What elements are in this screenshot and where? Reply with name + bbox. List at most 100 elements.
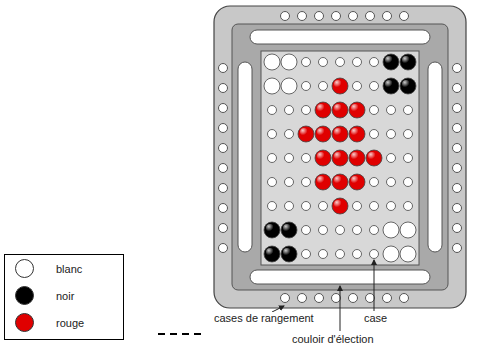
leader-line [340, 286, 341, 331]
empty-cell [268, 202, 277, 211]
empty-cell [353, 250, 362, 259]
storage-holes [219, 12, 462, 303]
ball [332, 150, 348, 166]
storage-hole [453, 84, 462, 93]
leader-line [374, 260, 375, 311]
ball [332, 126, 348, 142]
storage-hole [400, 12, 409, 21]
ball [315, 150, 331, 166]
empty-cell [387, 106, 396, 115]
empty-cell [285, 154, 294, 163]
ball [332, 174, 348, 190]
empty-cell [387, 202, 396, 211]
empty-cell [370, 58, 379, 67]
ball [332, 198, 348, 214]
empty-cell [302, 202, 311, 211]
storage-hole [219, 184, 228, 193]
empty-cell [370, 202, 379, 211]
empty-cell [285, 130, 294, 139]
empty-cell [387, 178, 396, 187]
legend-text: noir [56, 290, 74, 302]
storage-hole [219, 84, 228, 93]
empty-cell [404, 130, 413, 139]
empty-cell [387, 154, 396, 163]
empty-cell [353, 226, 362, 235]
empty-cell [319, 58, 328, 67]
empty-cell [404, 178, 413, 187]
storage-hole [281, 294, 290, 303]
empty-cell [268, 106, 277, 115]
ball [400, 222, 416, 238]
empty-cell [353, 58, 362, 67]
ball [349, 174, 365, 190]
empty-cell [387, 130, 396, 139]
storage-hole [219, 244, 228, 253]
ball [281, 246, 297, 262]
storage-hole [349, 294, 358, 303]
storage-hole [332, 12, 341, 21]
empty-cell [370, 226, 379, 235]
legend-swatch [15, 259, 34, 278]
ball [349, 150, 365, 166]
ball [315, 102, 331, 118]
empty-cell [404, 154, 413, 163]
storage-hole [298, 294, 307, 303]
storage-hole [366, 12, 375, 21]
ball [400, 78, 416, 94]
legend-row: rouge [5, 309, 123, 336]
ejection-slot [238, 62, 252, 252]
empty-cell [285, 178, 294, 187]
storage-hole [281, 12, 290, 21]
ball [400, 54, 416, 70]
empty-cell [336, 250, 345, 259]
empty-cell [285, 106, 294, 115]
storage-hole [219, 224, 228, 233]
storage-hole [219, 164, 228, 173]
empty-cell [319, 250, 328, 259]
empty-cell [268, 178, 277, 187]
empty-cell [353, 202, 362, 211]
storage-hole [219, 144, 228, 153]
ball [281, 78, 297, 94]
empty-cell [302, 58, 311, 67]
empty-cell [319, 82, 328, 91]
storage-hole [349, 12, 358, 21]
ball [383, 246, 399, 262]
storage-hole [453, 184, 462, 193]
board-cells [264, 54, 416, 262]
ball [298, 126, 314, 142]
storage-hole [219, 104, 228, 113]
board-frame [232, 24, 448, 290]
storage-hole [453, 204, 462, 213]
ball [264, 222, 280, 238]
storage-hole [219, 64, 228, 73]
empty-cell [404, 106, 413, 115]
storage-hole [366, 294, 375, 303]
callout-label: case [362, 312, 389, 325]
ball [281, 54, 297, 70]
legend-swatch [15, 313, 34, 332]
empty-cell [302, 178, 311, 187]
storage-hole [453, 64, 462, 73]
legend-row: blanc [5, 255, 123, 282]
storage-hole [298, 12, 307, 21]
ball [383, 222, 399, 238]
empty-cell [336, 226, 345, 235]
legend-text: blanc [56, 263, 82, 275]
storage-hole [383, 12, 392, 21]
empty-cell [370, 250, 379, 259]
storage-hole [400, 294, 409, 303]
empty-cell [302, 82, 311, 91]
empty-cell [285, 202, 294, 211]
ball [315, 126, 331, 142]
ball [383, 78, 399, 94]
empty-cell [302, 154, 311, 163]
ball [264, 54, 280, 70]
ball [400, 246, 416, 262]
storage-hole [219, 204, 228, 213]
ejection-slot [250, 30, 430, 44]
legend-row: noir [5, 282, 123, 309]
empty-cell [370, 106, 379, 115]
empty-cell [319, 202, 328, 211]
ball [332, 102, 348, 118]
